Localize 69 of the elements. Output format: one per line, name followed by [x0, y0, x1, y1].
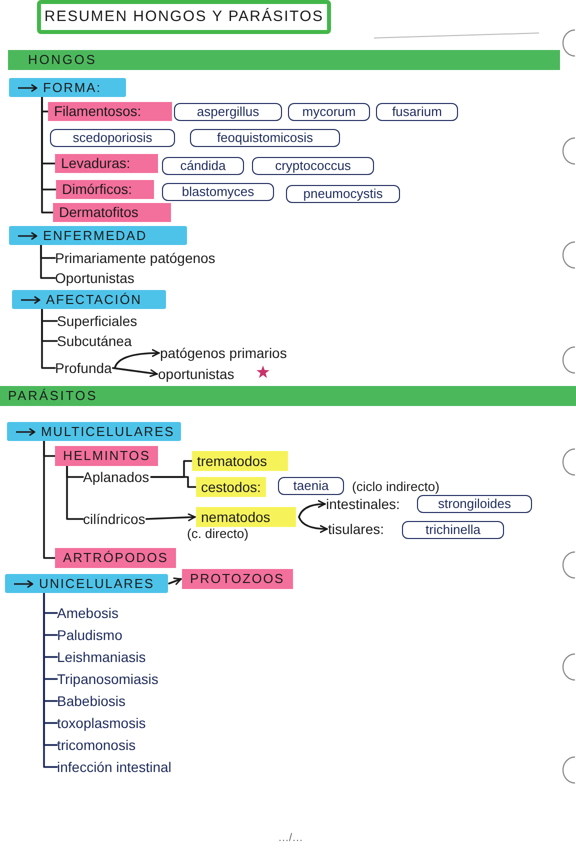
highlighted-term: trematodos — [192, 451, 288, 471]
connector-line — [43, 440, 56, 559]
header-text: UNICELULARES — [39, 575, 154, 593]
arrow — [298, 516, 328, 533]
section-header — [12, 290, 166, 309]
arrow — [114, 349, 160, 369]
section-band: PARÁSITOS — [0, 386, 576, 406]
list-item: toxoplasmosis — [57, 715, 146, 731]
outlined-term: pneumocystis — [286, 185, 400, 203]
outlined-term: strongiloides — [417, 495, 532, 513]
list-item: infección intestinal — [57, 759, 172, 775]
section-header — [7, 422, 181, 441]
section-band: HONGOS — [8, 50, 560, 70]
branch-label: Aplanados — [83, 469, 150, 485]
connector-line — [41, 308, 56, 369]
arrow — [298, 500, 326, 518]
highlighted-label: Dermatofitos — [53, 203, 171, 222]
branch-label: intestinales: — [326, 496, 400, 512]
branch-label: Subcutánea — [57, 333, 132, 349]
highlighted-label: Filamentosos: — [48, 102, 172, 121]
branch-label: Superficiales — [57, 313, 138, 329]
branch-label: Primariamente patógenos — [55, 250, 216, 266]
highlighted-term: cestodos: — [196, 477, 266, 497]
connector-line — [150, 476, 197, 488]
connector-line — [41, 96, 54, 214]
branch-label: cilíndricos — [83, 511, 146, 527]
section-header — [9, 226, 187, 245]
outlined-term: cándida — [162, 157, 244, 175]
header-text: AFECTACIÓN — [46, 291, 142, 309]
header-text: FORMA: — [43, 79, 102, 97]
outlined-term: blastomyces — [162, 183, 274, 201]
branch-label: patógenos primarios — [160, 345, 287, 361]
arrow — [168, 578, 182, 585]
connector-line — [40, 244, 56, 279]
connector-line — [66, 465, 84, 520]
list-item: Leishmaniasis — [57, 649, 146, 665]
header-text: ENFERMEDAD — [43, 227, 148, 245]
highlighted-label: HELMINTOS — [55, 446, 158, 466]
outlined-term: trichinella — [402, 521, 504, 539]
section-header — [9, 78, 126, 97]
outlined-term: aspergillus — [174, 103, 282, 121]
outlined-term: feoquistomicosis — [190, 129, 340, 147]
highlighted-term: nematodos — [196, 507, 296, 527]
outlined-term: taenia — [278, 477, 344, 495]
branch-label: Profunda — [55, 360, 112, 376]
section-header — [5, 574, 168, 593]
side-note: (c. directo) — [187, 526, 248, 541]
arrow — [112, 367, 158, 378]
highlighted-label: Levaduras: — [55, 154, 158, 173]
highlighted-label: PROTOZOOS — [182, 569, 293, 589]
arrow — [145, 513, 196, 522]
outlined-term: scedoporiosis — [50, 129, 175, 147]
list-item: Tripanosomiasis — [57, 671, 158, 687]
outlined-term: cryptococcus — [252, 157, 374, 175]
branch-label: oportunistas — [158, 366, 234, 382]
outlined-term: mycorum — [288, 103, 370, 121]
list-item: tricomonosis — [57, 737, 136, 753]
title: RESUMEN HONGOS Y PARÁSITOS — [37, 0, 331, 34]
list-item: Paludismo — [57, 627, 122, 643]
branch-label: tisulares: — [328, 521, 384, 537]
branch-label: Oportunistas — [55, 270, 134, 286]
highlighted-label: Dimórficos: — [56, 180, 154, 199]
side-note: (ciclo indirecto) — [352, 478, 440, 494]
outlined-term: fusarium — [376, 103, 458, 121]
list-item: Amebosis — [57, 605, 118, 621]
header-text: MULTICELULARES — [41, 423, 175, 441]
page-mark: …/… — [278, 832, 304, 845]
highlighted-label: ARTRÓPODOS — [55, 548, 176, 568]
list-item: Babebiosis — [57, 693, 126, 709]
